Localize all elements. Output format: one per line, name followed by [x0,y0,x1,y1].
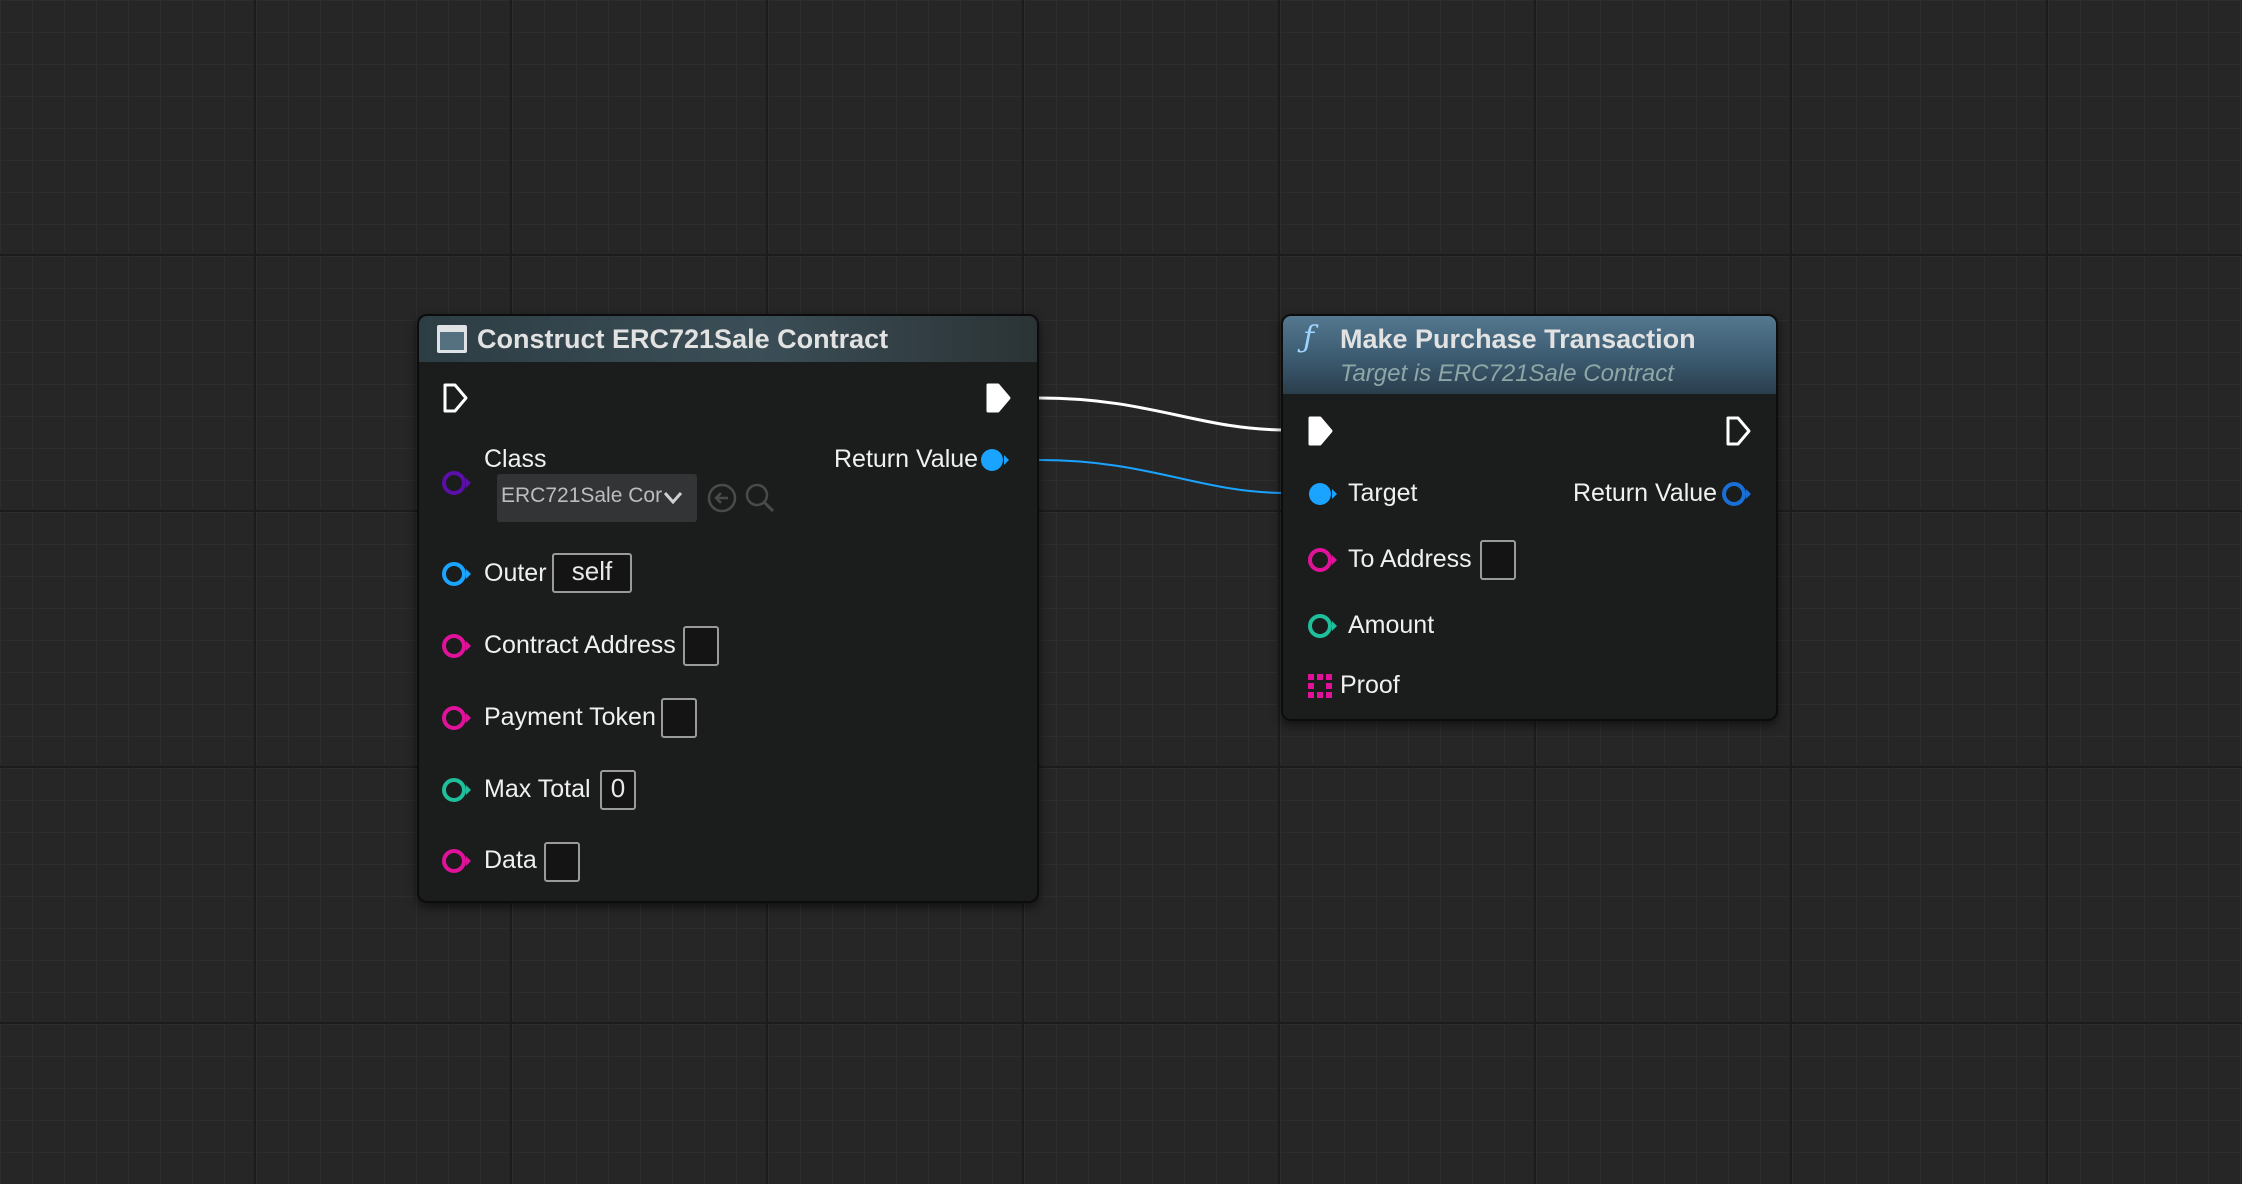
exec-in-icon[interactable] [1306,414,1336,448]
payment-token-pin-icon[interactable] [440,703,474,733]
target-pin-icon[interactable] [1306,479,1340,509]
purchase-node-header[interactable]: ƒ Make Purchase Transaction Target is ER… [1283,316,1776,394]
amount-pin-icon[interactable] [1306,611,1340,641]
class-pin-icon[interactable] [440,468,474,498]
exec-wire[interactable] [1012,396,1300,432]
browse-icon[interactable] [743,481,777,515]
target-label: Target [1348,479,1418,507]
payment-token-input[interactable] [661,698,697,738]
node-subtitle: Target is ERC721Sale Contract [1340,360,1674,387]
node-title: Make Purchase Transaction [1340,324,1696,354]
outer-label: Outer [484,559,547,587]
max-total-pin-icon[interactable] [440,775,474,805]
outer-pin-icon[interactable] [440,559,474,589]
return-value-pin-icon[interactable] [1720,479,1754,509]
exec-in-icon[interactable] [441,381,471,415]
class-icon [437,325,467,353]
exec-in-icon[interactable] [24,366,54,400]
max-total-input[interactable]: 0 [600,770,636,810]
chevron-down-icon [663,492,683,505]
contract-address-label: Contract Address [484,631,676,659]
exec-out-icon[interactable] [984,381,1014,415]
data-pin-icon[interactable] [440,846,474,876]
contract-address-input[interactable] [683,626,719,666]
construct-node-header[interactable]: Construct ERC721Sale Contract [419,316,1037,362]
exec-out-icon[interactable] [1724,414,1754,448]
outer-input[interactable]: self [552,553,632,593]
return-value-pin-icon[interactable] [978,445,1012,475]
construct-node[interactable]: Construct ERC721Sale Contract [417,314,1039,903]
use-selected-icon[interactable] [706,482,738,514]
array-icon[interactable] [1307,673,1333,699]
to-address-input[interactable] [1480,540,1516,580]
amount-label: Amount [1348,611,1435,639]
contract-address-pin-icon[interactable] [440,631,474,661]
object-wire[interactable] [1004,459,1300,494]
return-value-label: Return Value [834,445,979,473]
to-address-pin-icon[interactable] [1306,545,1340,575]
class-dropdown[interactable]: ERC721Sale Cor [497,474,697,522]
return-value-label: Return Value [1573,479,1718,507]
purchase-node[interactable]: ƒ Make Purchase Transaction Target is ER… [1281,314,1778,721]
function-icon: ƒ [1303,320,1315,355]
to-address-label: To Address [1348,545,1472,573]
class-dropdown-value: ERC721Sale Cor [501,484,663,507]
data-input[interactable] [544,842,580,882]
node-title: Construct ERC721Sale Contract [477,324,889,354]
payment-token-label: Payment Token [484,703,656,731]
class-label: Class [484,445,547,473]
max-total-label: Max Total [484,775,591,803]
data-label: Data [484,846,537,874]
proof-label: Proof [1340,671,1400,699]
